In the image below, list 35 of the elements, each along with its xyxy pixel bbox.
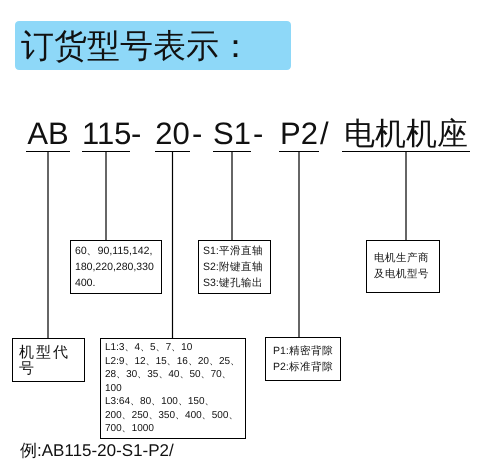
option-text: L1:3、4、5、7、10 [105,341,194,354]
code-segment: 20 [155,117,190,152]
option-text: L2:9、12、15、16、20、25、28、30、35、40、50、70、100 [105,354,241,395]
option-box [198,240,271,294]
connector-line [47,152,49,338]
code-separator: / [320,117,329,151]
connector-line [105,152,107,240]
code-separator: - [253,117,264,151]
code-segment: S1 [213,117,251,152]
code-separator: - [131,117,142,151]
option-box [265,337,341,381]
code-segment: 115 [82,117,130,152]
option-text: S3:键孔输出 [203,276,264,291]
code-segment: AB [26,117,70,152]
option-text: P1:精密背隙 [273,344,333,359]
connector-line [231,152,233,240]
code-segment: 电机机座 [342,117,470,152]
option-box [100,338,246,438]
option-text: L3:64、80、100、150、200、250、350、400、500、700、1000 [105,395,240,436]
option-box [366,240,440,293]
option-text: 机型代号 [19,344,71,376]
option-box [70,240,162,294]
caption-text: 例:AB115-20-S1-P2/ [20,440,174,462]
option-text: 60、90,115,142, 180,220,280,330 400. [75,244,155,291]
title-banner: 订货型号表示： [15,21,291,70]
code-segment: P2 [279,117,319,152]
connector-line [298,152,300,337]
option-text: S2:附键直轴 [203,260,264,275]
option-text: P2:标准背隙 [273,360,333,375]
option-box [12,338,85,382]
connector-line [172,152,174,338]
option-text: S1:平滑直轴 [203,244,264,259]
connector-line [405,152,407,240]
code-separator: - [192,117,202,151]
option-text: 电机生产商及电机型号 [374,251,430,282]
